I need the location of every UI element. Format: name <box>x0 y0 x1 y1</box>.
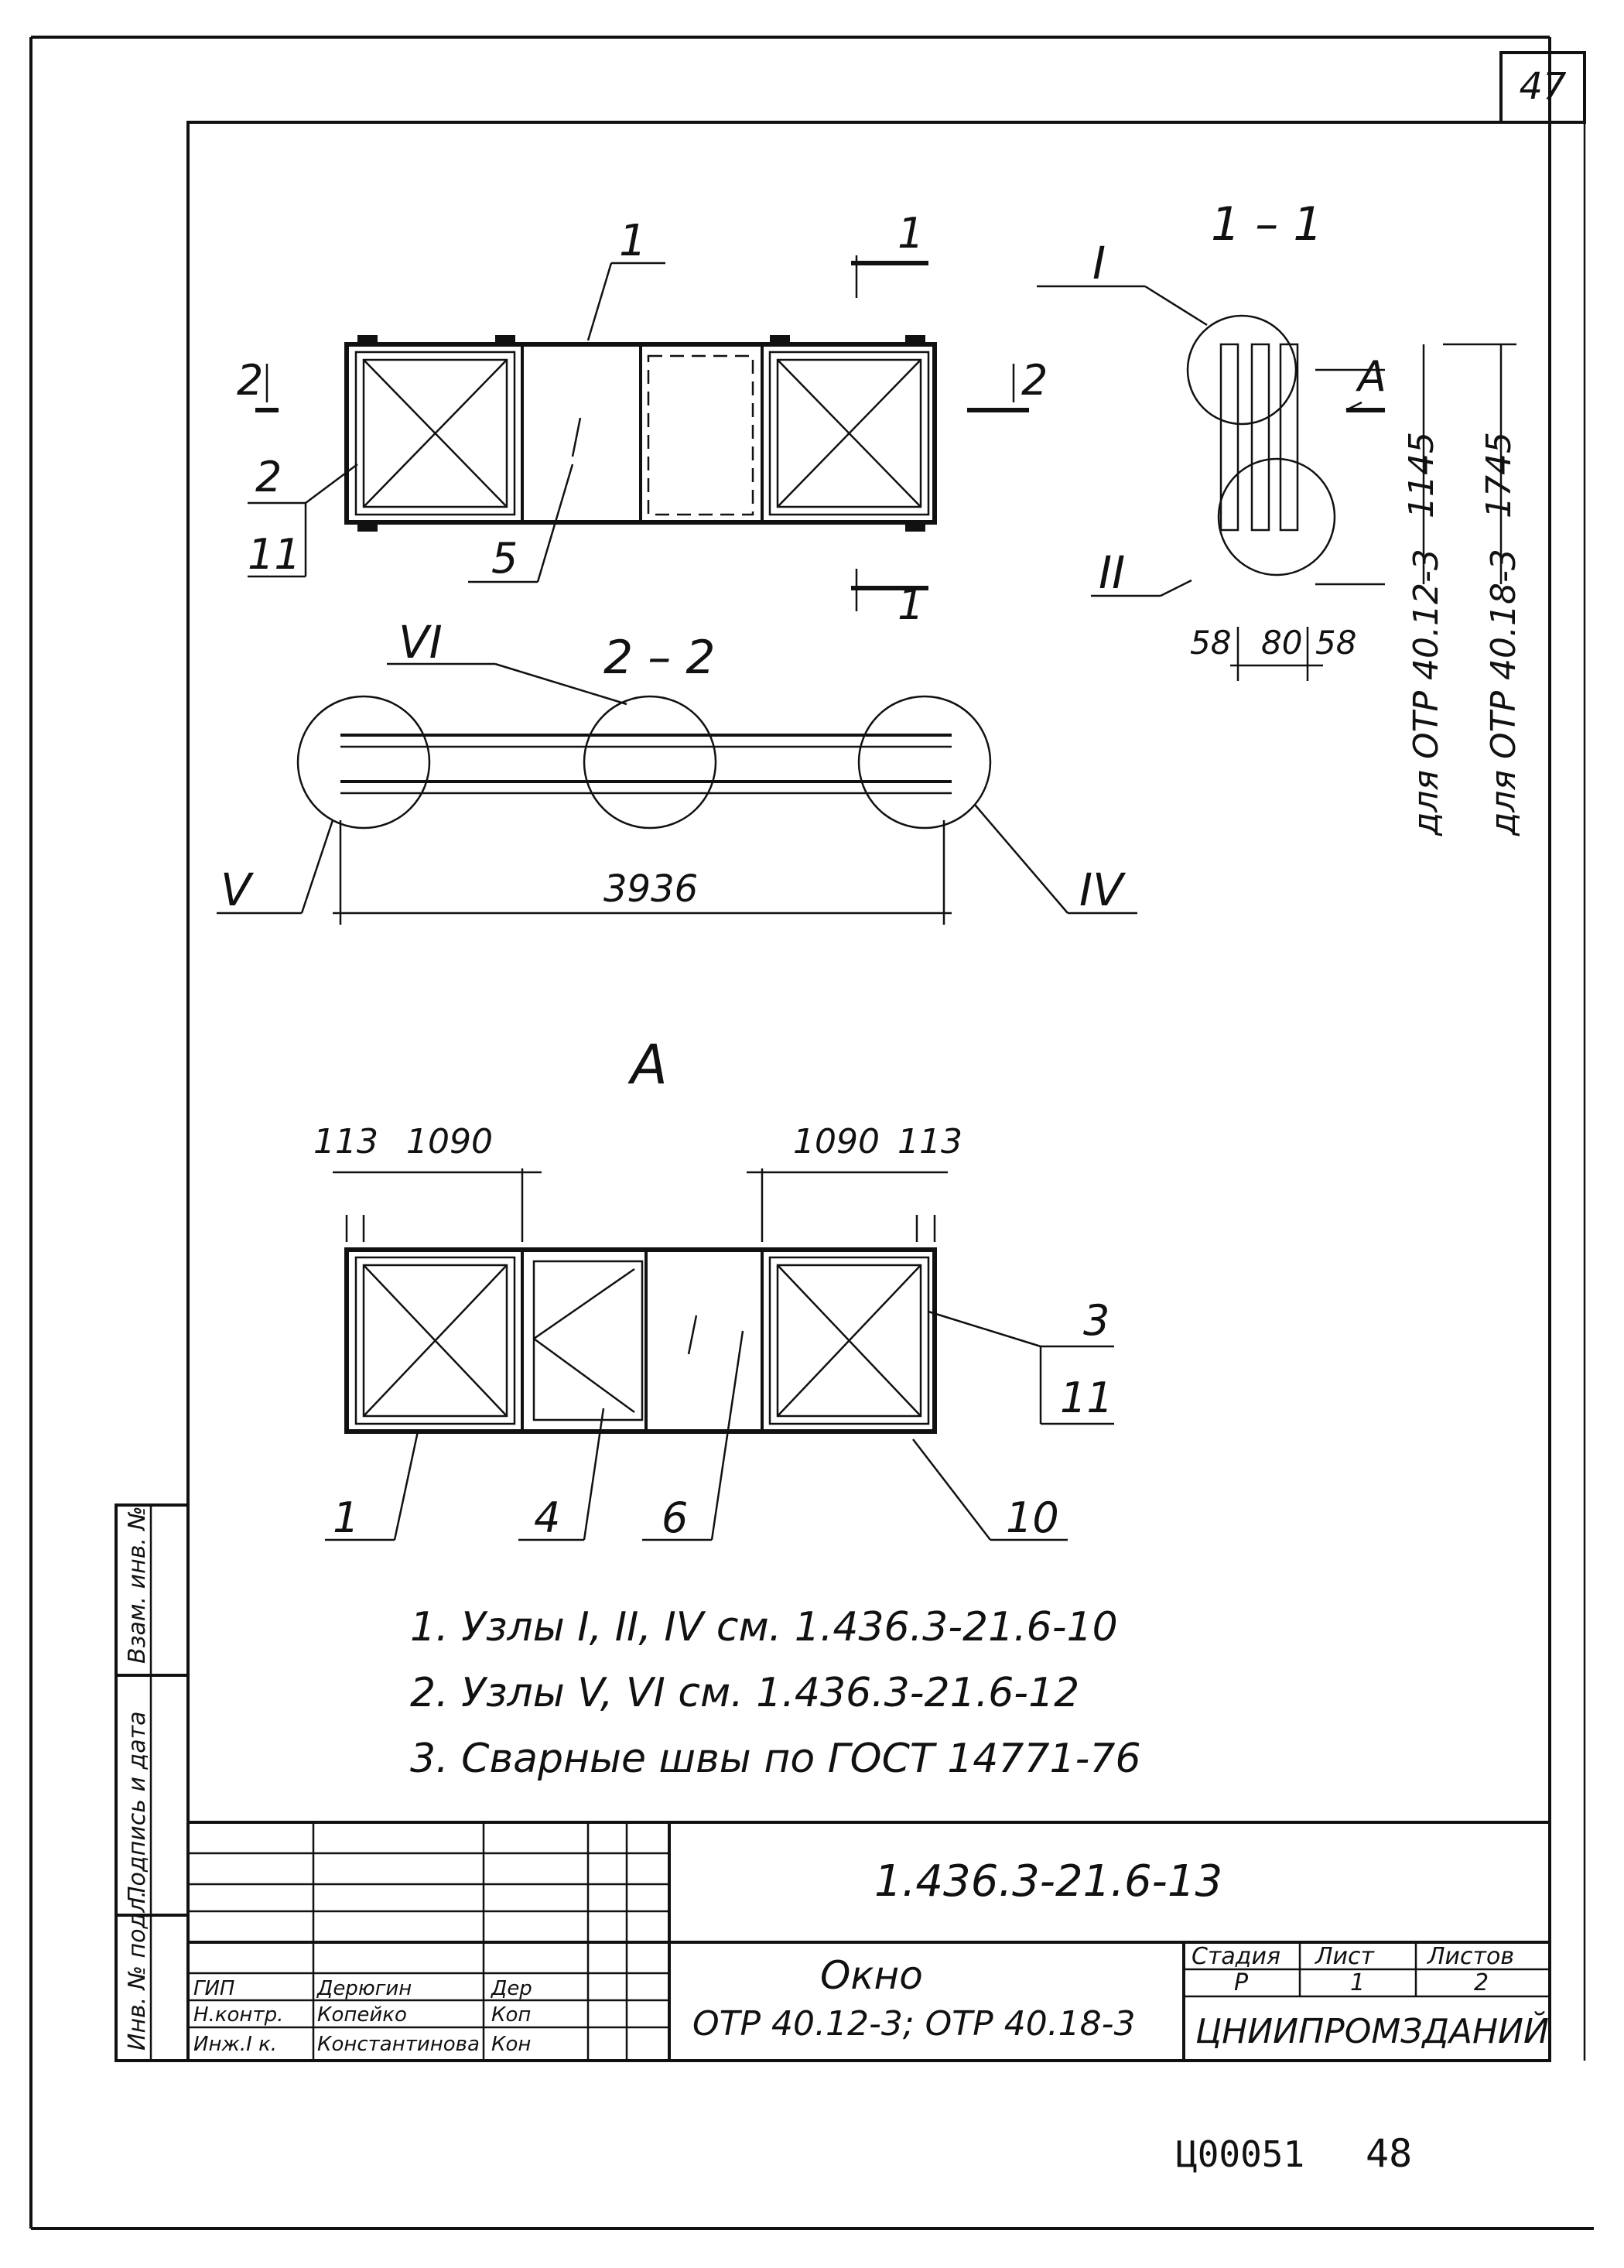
title-line-2: ОТР 40.12-3; ОТР 40.18-3 <box>692 2004 1136 2044</box>
node-V-label: V <box>221 864 255 916</box>
callout-pos-1-top: 1 <box>619 216 647 266</box>
footer-page: 48 <box>1366 2131 1412 2176</box>
footer-code: Ц00051 <box>1176 2133 1304 2175</box>
sheets-value: 2 <box>1474 1969 1489 1996</box>
sheets-header: Листов <box>1427 1943 1514 1970</box>
view-A-arrow-label: А <box>1356 352 1386 401</box>
side-stamp-signature-date: Подпись и дата <box>124 1712 151 1904</box>
note-2: 2. Узлы V, VI см. 1.436.3-21.6-12 <box>410 1670 1079 1716</box>
dim-58-left: 58 <box>1190 624 1231 662</box>
dim-1145: 1145 <box>1402 432 1441 518</box>
callout-pos-6: 6 <box>662 1493 688 1542</box>
side-stamp <box>115 1503 190 2062</box>
cut-2-left-label: 2 <box>237 356 263 405</box>
title-block <box>188 1821 1550 2061</box>
window-elevation-top <box>344 335 937 532</box>
view-A-title: А <box>627 1033 668 1096</box>
sig-sign-2: Коп <box>491 2003 531 2027</box>
node-II-label: II <box>1099 546 1125 599</box>
sig-sign-3: Кон <box>491 2033 531 2056</box>
sheet-value: 1 <box>1350 1969 1365 1996</box>
section-2-2 <box>217 662 1137 925</box>
note-otr-40-18: для ОТР 40.18-3 <box>1484 549 1523 836</box>
callout-pos-1-bottom: 1 <box>333 1493 359 1542</box>
sig-name-1: Дерюгин <box>316 1977 412 2000</box>
sig-role-1: ГИП <box>193 1977 235 2000</box>
callout-pos-3: 3 <box>1083 1296 1109 1345</box>
page-number: 47 <box>1519 65 1567 108</box>
side-stamp-replace-inv: Взам. инв. № <box>124 1506 151 1664</box>
stage-value: Р <box>1234 1969 1249 1996</box>
note-1: 1. Узлы I, II, IV см. 1.436.3-21.6-10 <box>410 1604 1118 1651</box>
sheet-header: Лист <box>1315 1943 1376 1970</box>
dim-1090-right: 1090 <box>793 1122 880 1161</box>
note-otr-40-12: для ОТР 40.12-3 <box>1407 549 1446 836</box>
organization: ЦНИИПРОМЗДАНИЙ <box>1195 2010 1549 2051</box>
callout-pos-3-sheet: 11 <box>1060 1373 1113 1422</box>
stage-header: Стадия <box>1192 1943 1280 1970</box>
node-VI-label: VI <box>398 616 443 669</box>
title-line-1: Окно <box>820 1953 923 1998</box>
view-A <box>325 1168 1114 1541</box>
node-I-label: I <box>1092 237 1106 289</box>
side-stamp-inv-no: Инв. № подл. <box>124 1890 151 2051</box>
cut-1-top-label: 1 <box>897 209 924 258</box>
callout-pos-5: 5 <box>491 534 518 583</box>
dim-113-right: 113 <box>897 1122 962 1161</box>
callout-pos-10: 10 <box>1006 1493 1059 1542</box>
leader-lines-top <box>248 255 1029 611</box>
dim-80: 80 <box>1261 624 1302 662</box>
designation: 1.436.3-21.6-13 <box>874 1856 1222 1907</box>
dim-1090-left: 1090 <box>406 1122 493 1161</box>
callout-pos-4: 4 <box>534 1493 560 1542</box>
sig-name-3: Константинова <box>317 2033 480 2056</box>
callout-pos-2: 2 <box>255 453 282 501</box>
node-IV-label: IV <box>1079 864 1127 916</box>
dim-113-left: 113 <box>313 1122 378 1161</box>
section-1-1 <box>1037 285 1516 681</box>
dim-58-right: 58 <box>1315 624 1356 662</box>
cut-2-right-label: 2 <box>1021 356 1048 405</box>
sig-name-2: Копейко <box>317 2003 407 2027</box>
section-2-2-title: 2 – 2 <box>603 631 716 685</box>
section-1-1-title: 1 – 1 <box>1211 197 1323 251</box>
sig-sign-1: Дер <box>491 1977 532 2000</box>
sig-role-3: Инж.I к. <box>193 2033 277 2056</box>
note-3: 3. Сварные швы по ГОСТ 14771-76 <box>410 1736 1141 1782</box>
cut-1-bottom-label: 1 <box>897 580 924 629</box>
sig-role-2: Н.контр. <box>193 2003 283 2027</box>
sheet-frame <box>29 36 1594 2230</box>
dim-1745: 1745 <box>1479 432 1519 518</box>
dim-3936: 3936 <box>603 867 698 911</box>
callout-pos-2-sheet: 11 <box>248 530 301 579</box>
